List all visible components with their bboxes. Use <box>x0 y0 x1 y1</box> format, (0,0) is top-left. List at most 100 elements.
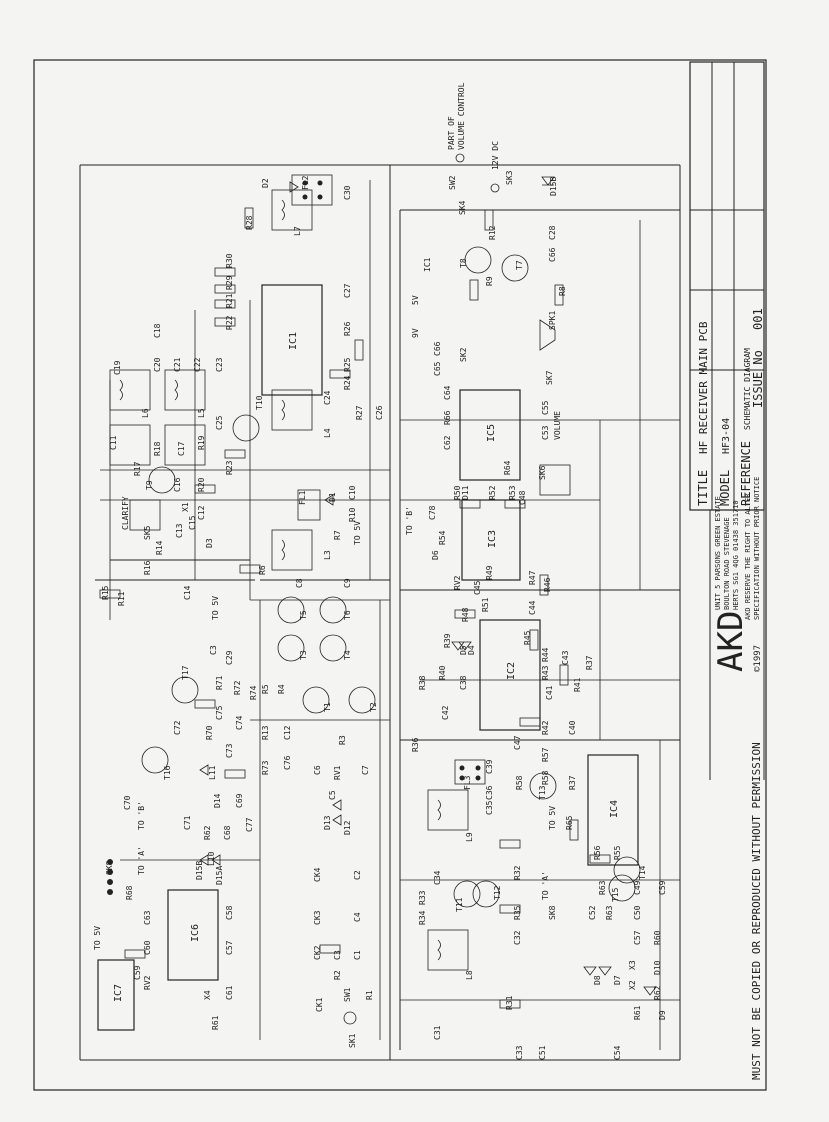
label-sk2: SK2 <box>459 347 468 362</box>
label-c6: C6 <box>313 765 322 775</box>
label-d5: D5 <box>459 645 468 655</box>
drawing-border <box>33 59 767 1091</box>
label-r68: R68 <box>125 885 134 900</box>
label-r9: R9 <box>485 276 494 286</box>
label-c69: C69 <box>235 793 244 808</box>
label-c74: C74 <box>235 715 244 730</box>
label-d6: D6 <box>431 550 440 560</box>
label-c60: C60 <box>143 940 152 955</box>
label-c78: C78 <box>428 505 437 520</box>
ic7 <box>97 959 135 1031</box>
label-c51: C51 <box>538 1045 547 1060</box>
label-d15a: D15A <box>215 866 224 885</box>
ic2-label: IC2 <box>506 662 517 680</box>
label-r24: R24 <box>343 375 352 390</box>
label-sk3: SK3 <box>505 170 514 185</box>
label-r54: R54 <box>438 530 447 545</box>
label-r34: R34 <box>418 910 427 925</box>
ic3-label: IC3 <box>487 530 498 548</box>
label-r52: R52 <box>488 485 497 500</box>
label-r15: R15 <box>101 585 110 600</box>
label-to5v-4: TO 5V <box>548 806 557 830</box>
label-c49: C49 <box>633 880 642 895</box>
label-d9: D9 <box>658 1010 667 1020</box>
label-volume-control: VOLUME CONTROL <box>457 82 466 150</box>
label-t1: T1 <box>323 702 332 712</box>
label-r63: R63 <box>598 880 607 895</box>
label-5v: 5V <box>411 295 420 305</box>
label-r39: R39 <box>443 633 452 648</box>
label-sk6: SK6 <box>538 465 547 480</box>
label-clarify: CLARIFY <box>121 496 130 530</box>
label-c77: C77 <box>245 817 254 832</box>
label-c4: C4 <box>353 912 362 922</box>
label-x1: X1 <box>181 502 190 512</box>
label-d1: D1 <box>328 492 337 502</box>
label-c48: C48 <box>518 490 527 505</box>
label-c11: C11 <box>109 435 118 450</box>
label-r29: R29 <box>225 275 234 290</box>
label-c17: C17 <box>177 441 186 456</box>
label-r49: R49 <box>485 565 494 580</box>
diodes <box>199 176 657 996</box>
label-r33: R33 <box>418 890 427 905</box>
label-t6: T6 <box>343 610 352 620</box>
ic5 <box>459 389 521 481</box>
title-label: TITLE <box>696 470 710 506</box>
label-r32: R32 <box>513 865 522 880</box>
label-r11: R11 <box>117 591 126 606</box>
label-t11: T11 <box>455 897 464 912</box>
ic4 <box>587 754 639 866</box>
passive-marks <box>99 207 611 1009</box>
label-r53: R53 <box>508 485 517 500</box>
label-c53: C53 <box>541 425 550 440</box>
label-c65: C65 <box>433 361 442 376</box>
label-r55: R55 <box>613 845 622 860</box>
label-to5v-1: TO 5V <box>211 596 220 620</box>
label-c15: C15 <box>188 515 197 530</box>
label-l10: L10 <box>207 851 216 866</box>
label-ck2: CK2 <box>313 945 322 960</box>
label-fl2: FL2 <box>301 175 310 190</box>
label-c35: C35 <box>485 800 494 815</box>
label-ck1: CK1 <box>315 997 324 1012</box>
label-r65: R65 <box>565 815 574 830</box>
label-to-b-1: TO 'B' <box>137 801 146 830</box>
label-r26: R26 <box>343 321 352 336</box>
label-c64: C64 <box>443 385 452 400</box>
label-r13: R13 <box>261 725 270 740</box>
label-t7: T7 <box>515 260 524 270</box>
label-r18: R18 <box>153 441 162 456</box>
label-r19: R19 <box>197 435 206 450</box>
label-c9: C9 <box>343 578 352 588</box>
label-sk8: SK8 <box>105 860 114 875</box>
label-l6: L6 <box>141 408 150 418</box>
label-c36: C36 <box>485 785 494 800</box>
label-c23: C23 <box>215 357 224 372</box>
label-t3: T3 <box>299 650 308 660</box>
copy-notice: MUST NOT BE COPIED OR REPRODUCED WITHOUT… <box>750 742 763 1080</box>
company-address-3: HERTS SG1 4QG 01438 351710 <box>732 500 740 610</box>
label-part-of: PART OF <box>447 116 456 150</box>
label-c59: C59 <box>133 965 142 980</box>
label-r41: R41 <box>573 677 582 692</box>
notice-line-1: AKD RESERVE THE RIGHT TO ALTER <box>744 493 752 620</box>
label-c38: C38 <box>459 675 468 690</box>
company-address-1: UNIT 5 PARSONS GREEN ESTATE <box>714 496 722 610</box>
label-r25: R25 <box>343 357 352 372</box>
label-c13: C13 <box>175 523 184 538</box>
label-c86: C66 <box>433 341 442 356</box>
label-c58: C58 <box>225 905 234 920</box>
label-r71: R71 <box>215 675 224 690</box>
ic6-label: IC6 <box>190 924 201 942</box>
label-t9: T9 <box>145 480 154 490</box>
label-r38: R38 <box>418 675 427 690</box>
label-c39: C39 <box>485 759 494 774</box>
label-sk8b: SK8 <box>548 905 557 920</box>
label-d14: D14 <box>213 793 222 808</box>
label-c25: C25 <box>215 415 224 430</box>
label-t14: T14 <box>638 865 647 880</box>
label-x4: X4 <box>203 990 212 1000</box>
label-d15b: D15B <box>195 861 204 880</box>
label-to5v-3: TO 5V <box>93 926 102 950</box>
